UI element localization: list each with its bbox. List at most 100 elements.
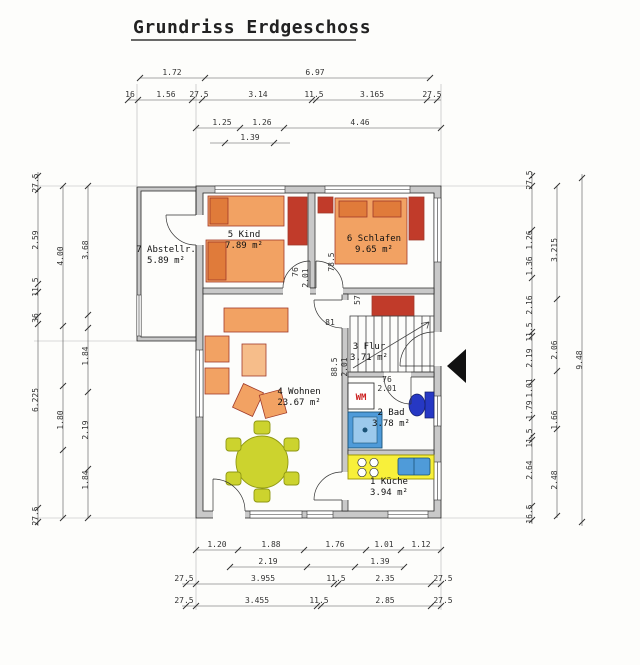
dimension-label: 11.5 (525, 428, 534, 447)
stove-burner (357, 467, 367, 478)
room-area-wohnen: 23.67 m² (277, 398, 320, 408)
door-kind (282, 260, 311, 289)
dimension-label: 36 (31, 313, 40, 323)
dimension-label: 1.39 (370, 557, 389, 566)
dimension-label: 3.955 (251, 574, 275, 583)
dimension-label: 2.01 (340, 357, 349, 376)
chair-angled-1 (232, 383, 264, 417)
dimension-label: 2.06 (550, 340, 559, 359)
armchair-1 (204, 335, 230, 363)
door-entrance (399, 331, 435, 367)
window-wohnen-bottom (249, 510, 303, 519)
room-area-schlafen: 9.65 m² (355, 245, 393, 255)
dimension-label: 6.97 (305, 68, 324, 77)
extension-lines (34, 84, 530, 610)
room-label-abstellraum: 7 Abstellr. (136, 245, 196, 255)
dimension-label: 27.5 (31, 506, 40, 525)
toilet-bowl (408, 393, 426, 417)
dimension-label: 1.36 (525, 256, 534, 275)
dimension-label: 1.12 (411, 540, 430, 549)
dimension-label: 76 (291, 267, 300, 277)
dimension-label: 27.5 (433, 596, 452, 605)
room-area-flur: 3.71 m² (350, 353, 388, 363)
dimension-label: 2.64 (525, 460, 534, 479)
windows (136, 185, 442, 519)
room-area-kind: 7.89 m² (225, 241, 263, 251)
dimension-label: 27.5 (174, 596, 193, 605)
dimension-label: 3.165 (360, 90, 384, 99)
nightstand-left (317, 196, 334, 214)
window-wohnen-bottom-2 (306, 510, 334, 519)
dimension-label: 9.48 (575, 350, 584, 369)
door-openings (195, 215, 442, 519)
dimension-label: 1.80 (56, 410, 65, 429)
dimension-label: 1.20 (207, 540, 226, 549)
dimension-label: 3.215 (550, 238, 559, 262)
dimension-label: 78.5 (327, 252, 336, 271)
child-bed-1-pillow (209, 197, 229, 225)
toilet-tank (424, 391, 435, 419)
dimension-label: 1.26 (525, 230, 534, 249)
room-label-schlafen: 6 Schlafen (347, 234, 401, 244)
sofa (223, 307, 289, 333)
furniture-kueche (347, 454, 435, 480)
dimension-label: 2.16 (525, 295, 534, 314)
dimension-label: 2.19 (81, 420, 90, 439)
dimension-label: 2.01 (377, 384, 396, 393)
window-kueche-bottom (387, 510, 429, 519)
dimension-label: 1.01 (525, 378, 534, 397)
dimension-label: 11.5 (326, 574, 345, 583)
room-area-abstellraum: 5.89 m² (147, 256, 185, 266)
child-bed-2-pillow (207, 241, 227, 281)
dimension-label: 1.79 (525, 400, 534, 419)
dining-table (235, 435, 289, 489)
furniture-wohnen (204, 307, 289, 419)
dimension-label: 1.76 (325, 540, 344, 549)
room-label-wohnen: 4 Wohnen (277, 387, 320, 397)
dining-chair (283, 471, 300, 486)
dimension-label: 3.455 (245, 596, 269, 605)
dimension-label: 2.35 (375, 574, 394, 583)
window-schlafen (324, 185, 411, 194)
chair-angled-2 (258, 389, 288, 419)
dimension-label: 1.01 (374, 540, 393, 549)
dimension-label: 3.14 (248, 90, 267, 99)
dimension-label: 6.225 (31, 388, 40, 412)
stove-burner (369, 467, 379, 478)
dimension-label: 27.5 (31, 173, 40, 192)
annex-walls (136, 186, 197, 342)
dimension-label: 1.88 (261, 540, 280, 549)
entrance-arrow (447, 349, 466, 383)
dimension-label: 16.5 (525, 504, 534, 523)
dining-chair (253, 488, 271, 503)
room-label-flur: 3 Flur (353, 342, 386, 352)
dimension-label: 88.5 (330, 357, 339, 376)
dimension-label: 3.68 (81, 240, 90, 259)
dimension-label: 27.5 (525, 170, 534, 189)
stove-burner (369, 457, 379, 468)
doors (165, 214, 435, 512)
door-schlafen (315, 260, 344, 289)
window-schlafen-right (433, 197, 442, 263)
room-area-bad: 3.78 m² (372, 419, 410, 429)
dimension-label: 27.5 (422, 90, 441, 99)
furniture-kind (205, 195, 308, 283)
dimension-label: 1.84 (81, 346, 90, 365)
double-bed-pillow-left (338, 200, 368, 218)
dining-chair (225, 437, 242, 452)
dimension-label: 4.00 (56, 246, 65, 265)
dimension-label: 57 (353, 295, 362, 305)
door-flur-wohnen (313, 299, 343, 329)
dimension-label: 11.5 (309, 596, 328, 605)
furniture-dining (225, 420, 300, 503)
dimension-label: 1.84 (81, 470, 90, 489)
dining-chair (283, 437, 300, 452)
dimension-label: 1.72 (162, 68, 181, 77)
washing-machine-label: WM (356, 393, 367, 403)
drawing-title: Grundriss Erdgeschoss (133, 17, 371, 38)
dimension-label: 2.19 (525, 348, 534, 367)
double-bed-pillow-right (372, 200, 402, 218)
wall-bad-kueche (347, 449, 435, 456)
